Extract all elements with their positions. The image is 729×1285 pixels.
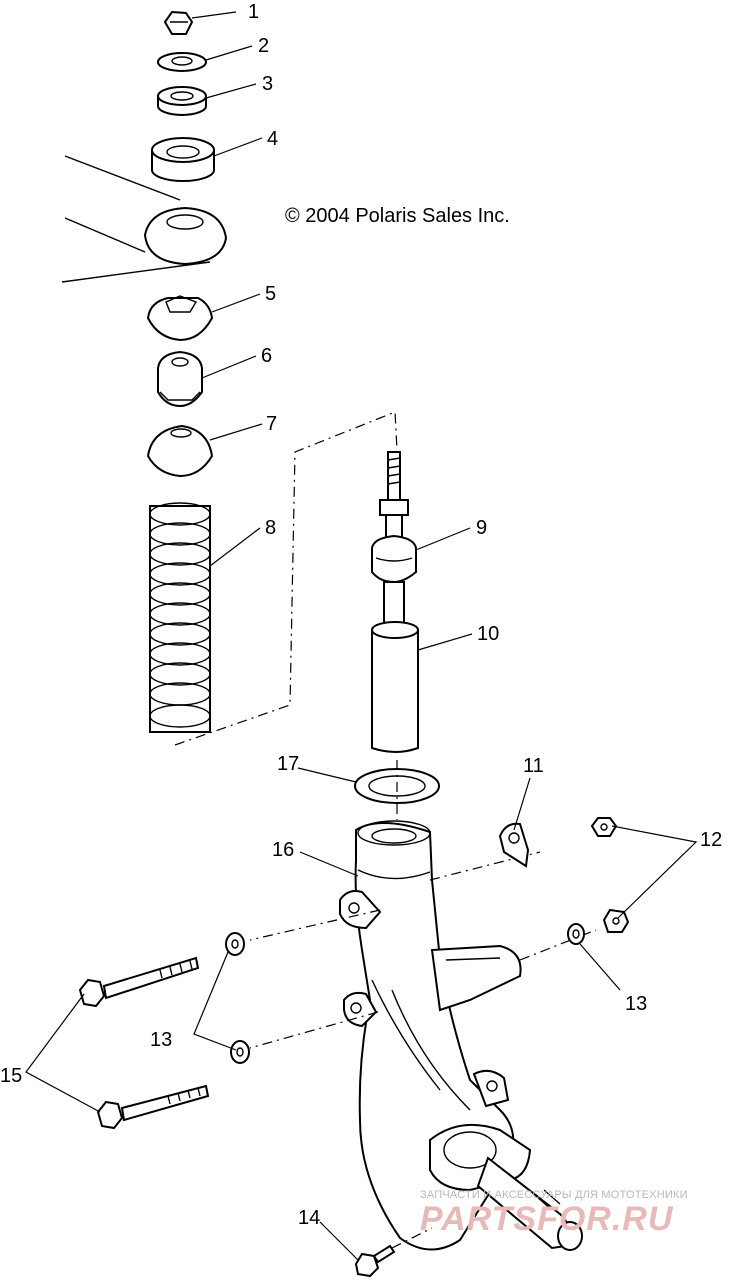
part-3-bushing[interactable] xyxy=(157,86,207,116)
part-8-coil-spring[interactable] xyxy=(149,502,211,733)
part-13-washer-lower-left[interactable] xyxy=(230,1040,250,1064)
axis-line-fitting xyxy=(391,1227,433,1249)
callout-12: 12 xyxy=(700,829,722,851)
chassis-line-lower xyxy=(61,261,211,283)
axis-line-upper-bolt xyxy=(249,909,381,941)
callout-17: 17 xyxy=(277,753,299,775)
part-13-washer-upper-left[interactable] xyxy=(225,932,245,956)
copyright-text: © 2004 Polaris Sales Inc. xyxy=(285,205,510,227)
callout-16: 16 xyxy=(272,839,294,861)
chassis-dome-mount xyxy=(143,206,228,266)
callout-3: 3 xyxy=(262,73,273,95)
watermark-tagline: ЗАПЧАСТИ И АКСЕССУАРЫ ДЛЯ МОТОТЕХНИКИ xyxy=(420,1189,688,1201)
part-12-nut-lower[interactable] xyxy=(602,908,630,933)
callout-1: 1 xyxy=(248,1,259,23)
assembly-bracket-line xyxy=(174,411,398,746)
axis-line-lower-bolt xyxy=(249,1011,379,1049)
part-9-shock-rod[interactable] xyxy=(371,451,417,631)
callout-6: 6 xyxy=(261,345,272,367)
part-10-shock-body[interactable] xyxy=(371,621,419,753)
part-12-nut-upper[interactable] xyxy=(590,817,618,837)
callout-5: 5 xyxy=(265,283,276,305)
callout-9: 9 xyxy=(476,517,487,539)
callout-7: 7 xyxy=(266,413,277,435)
part-15-bolt-upper[interactable] xyxy=(78,956,200,1008)
leader-lines xyxy=(25,11,698,1261)
callout-11: 11 xyxy=(523,755,544,777)
part-7-spring-seat[interactable] xyxy=(146,424,214,478)
part-2-washer[interactable] xyxy=(157,52,207,72)
part-6-nut[interactable] xyxy=(157,350,203,408)
part-15-bolt-lower[interactable] xyxy=(96,1084,210,1130)
callout-15: 15 xyxy=(0,1065,22,1087)
callout-14: 14 xyxy=(298,1207,320,1229)
callout-13-right: 13 xyxy=(625,993,647,1015)
part-11-bracket[interactable] xyxy=(498,822,530,868)
watermark: ЗАПЧАСТИ И АКСЕССУАРЫ ДЛЯ МОТОТЕХНИКИ PA… xyxy=(420,1189,688,1238)
watermark-brand: PARTSFOR.RU xyxy=(420,1200,674,1238)
callout-4: 4 xyxy=(267,128,278,150)
callout-2: 2 xyxy=(258,35,269,57)
callout-labels: 1 2 3 4 5 6 7 8 9 10 11 12 13 13 14 15 1… xyxy=(0,1,722,1229)
part-13-washer-right[interactable] xyxy=(567,923,585,945)
callout-8: 8 xyxy=(265,517,276,539)
part-16-strut-housing[interactable] xyxy=(339,820,583,1251)
part-14-grease-fitting[interactable] xyxy=(354,1244,396,1278)
part-4-upper-mount[interactable] xyxy=(151,137,215,182)
chassis-line-middle xyxy=(64,217,146,253)
callout-13-left: 13 xyxy=(150,1029,172,1051)
callout-10: 10 xyxy=(477,623,499,645)
chassis-line-upper xyxy=(64,155,181,201)
part-1-nut[interactable] xyxy=(163,10,194,35)
part-5-bump-rubber[interactable] xyxy=(146,295,214,342)
